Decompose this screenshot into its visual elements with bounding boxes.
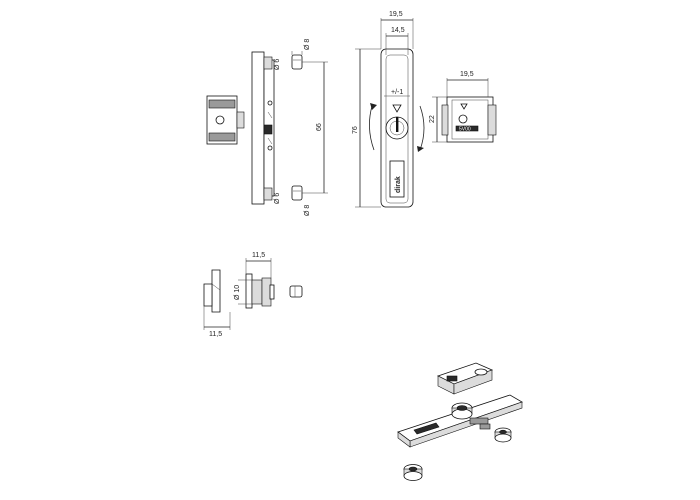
profile-body (251, 279, 263, 305)
profile-bracket (211, 269, 221, 313)
side-flange-left (441, 104, 449, 136)
arrow-head-left-icon (370, 103, 377, 110)
profile-cap (289, 285, 303, 298)
rear-side-band (208, 132, 236, 142)
brand-plate-label: dirak (395, 176, 402, 193)
iso-block-detail (446, 375, 458, 382)
dim-dia8-top: Ø 8 (304, 39, 311, 50)
side-flange-right (487, 104, 497, 136)
rear-hole (267, 100, 273, 106)
dim-dia8-bottom: Ø 8 (304, 205, 311, 216)
side-code-plate (455, 125, 479, 132)
iso-cap-loose-hole (408, 466, 418, 472)
dim-side-height: 22 (429, 115, 436, 123)
rear-side-nub (236, 111, 245, 129)
dim-width-inner: 14,5 (391, 27, 405, 34)
dim-width-top: 19,5 (389, 11, 403, 18)
cap-bottom (291, 185, 303, 201)
dim-height-total: 76 (352, 126, 359, 134)
rear-view: Ø 8 Ø 6 Ø 6 Ø 8 66 (206, 39, 328, 216)
iso-cap-right-hole (499, 429, 507, 435)
rear-detail (267, 137, 273, 145)
marker-arrow-icon (460, 103, 468, 110)
dim-hole-spacing: 66 (316, 123, 323, 131)
iso-latch (469, 417, 489, 425)
profile-detail (211, 283, 221, 291)
rear-side-band (208, 99, 236, 109)
dim-dia6-top: Ø 6 (274, 59, 281, 70)
key-code-label: 5V00 (459, 127, 471, 133)
front-view: dirak +/-1 19,5 14,5 76 (352, 11, 425, 208)
brand-plate (389, 160, 405, 198)
profile-view: 11,5 11,5 Ø 10 (203, 252, 303, 338)
dim-side-width: 19,5 (460, 71, 474, 78)
tolerance-label: +/-1 (391, 89, 403, 96)
rear-stud-top (263, 56, 273, 70)
dim-depth-top: 11,5 (252, 252, 265, 259)
dim-dia10: Ø 10 (234, 285, 241, 300)
profile-plate (245, 273, 253, 309)
profile-lip (203, 283, 213, 307)
side-body (446, 96, 494, 143)
profile-shaft (269, 284, 275, 300)
arrow-head-right-icon (417, 146, 424, 152)
rear-side-boss (215, 115, 225, 125)
iso-block-boss (474, 368, 488, 376)
side-view: 5V00 19,5 22 (429, 71, 497, 143)
dim-depth-bottom: 11,5 (209, 331, 222, 338)
rear-hole (267, 145, 273, 151)
iso-cylinder-hole (456, 405, 468, 411)
rear-stud-bottom (263, 187, 273, 201)
iso-base-edge (397, 431, 411, 448)
key-slot (396, 117, 399, 132)
rotation-arrow-left (369, 105, 375, 151)
position-arrow-icon (392, 104, 402, 113)
rear-plate (251, 51, 265, 205)
dim-dia6-bottom: Ø 6 (274, 193, 281, 204)
rotation-arrow-right (419, 105, 425, 151)
iso-plate-label (413, 422, 440, 435)
iso-cap-right-base (494, 433, 512, 443)
side-cylinder (458, 114, 468, 124)
cap-top (291, 54, 303, 70)
isometric-view (397, 362, 523, 481)
rear-latch (263, 124, 273, 135)
iso-cap-loose-base (403, 471, 423, 481)
rear-detail (267, 111, 273, 119)
iso-latch-detail (479, 423, 491, 430)
